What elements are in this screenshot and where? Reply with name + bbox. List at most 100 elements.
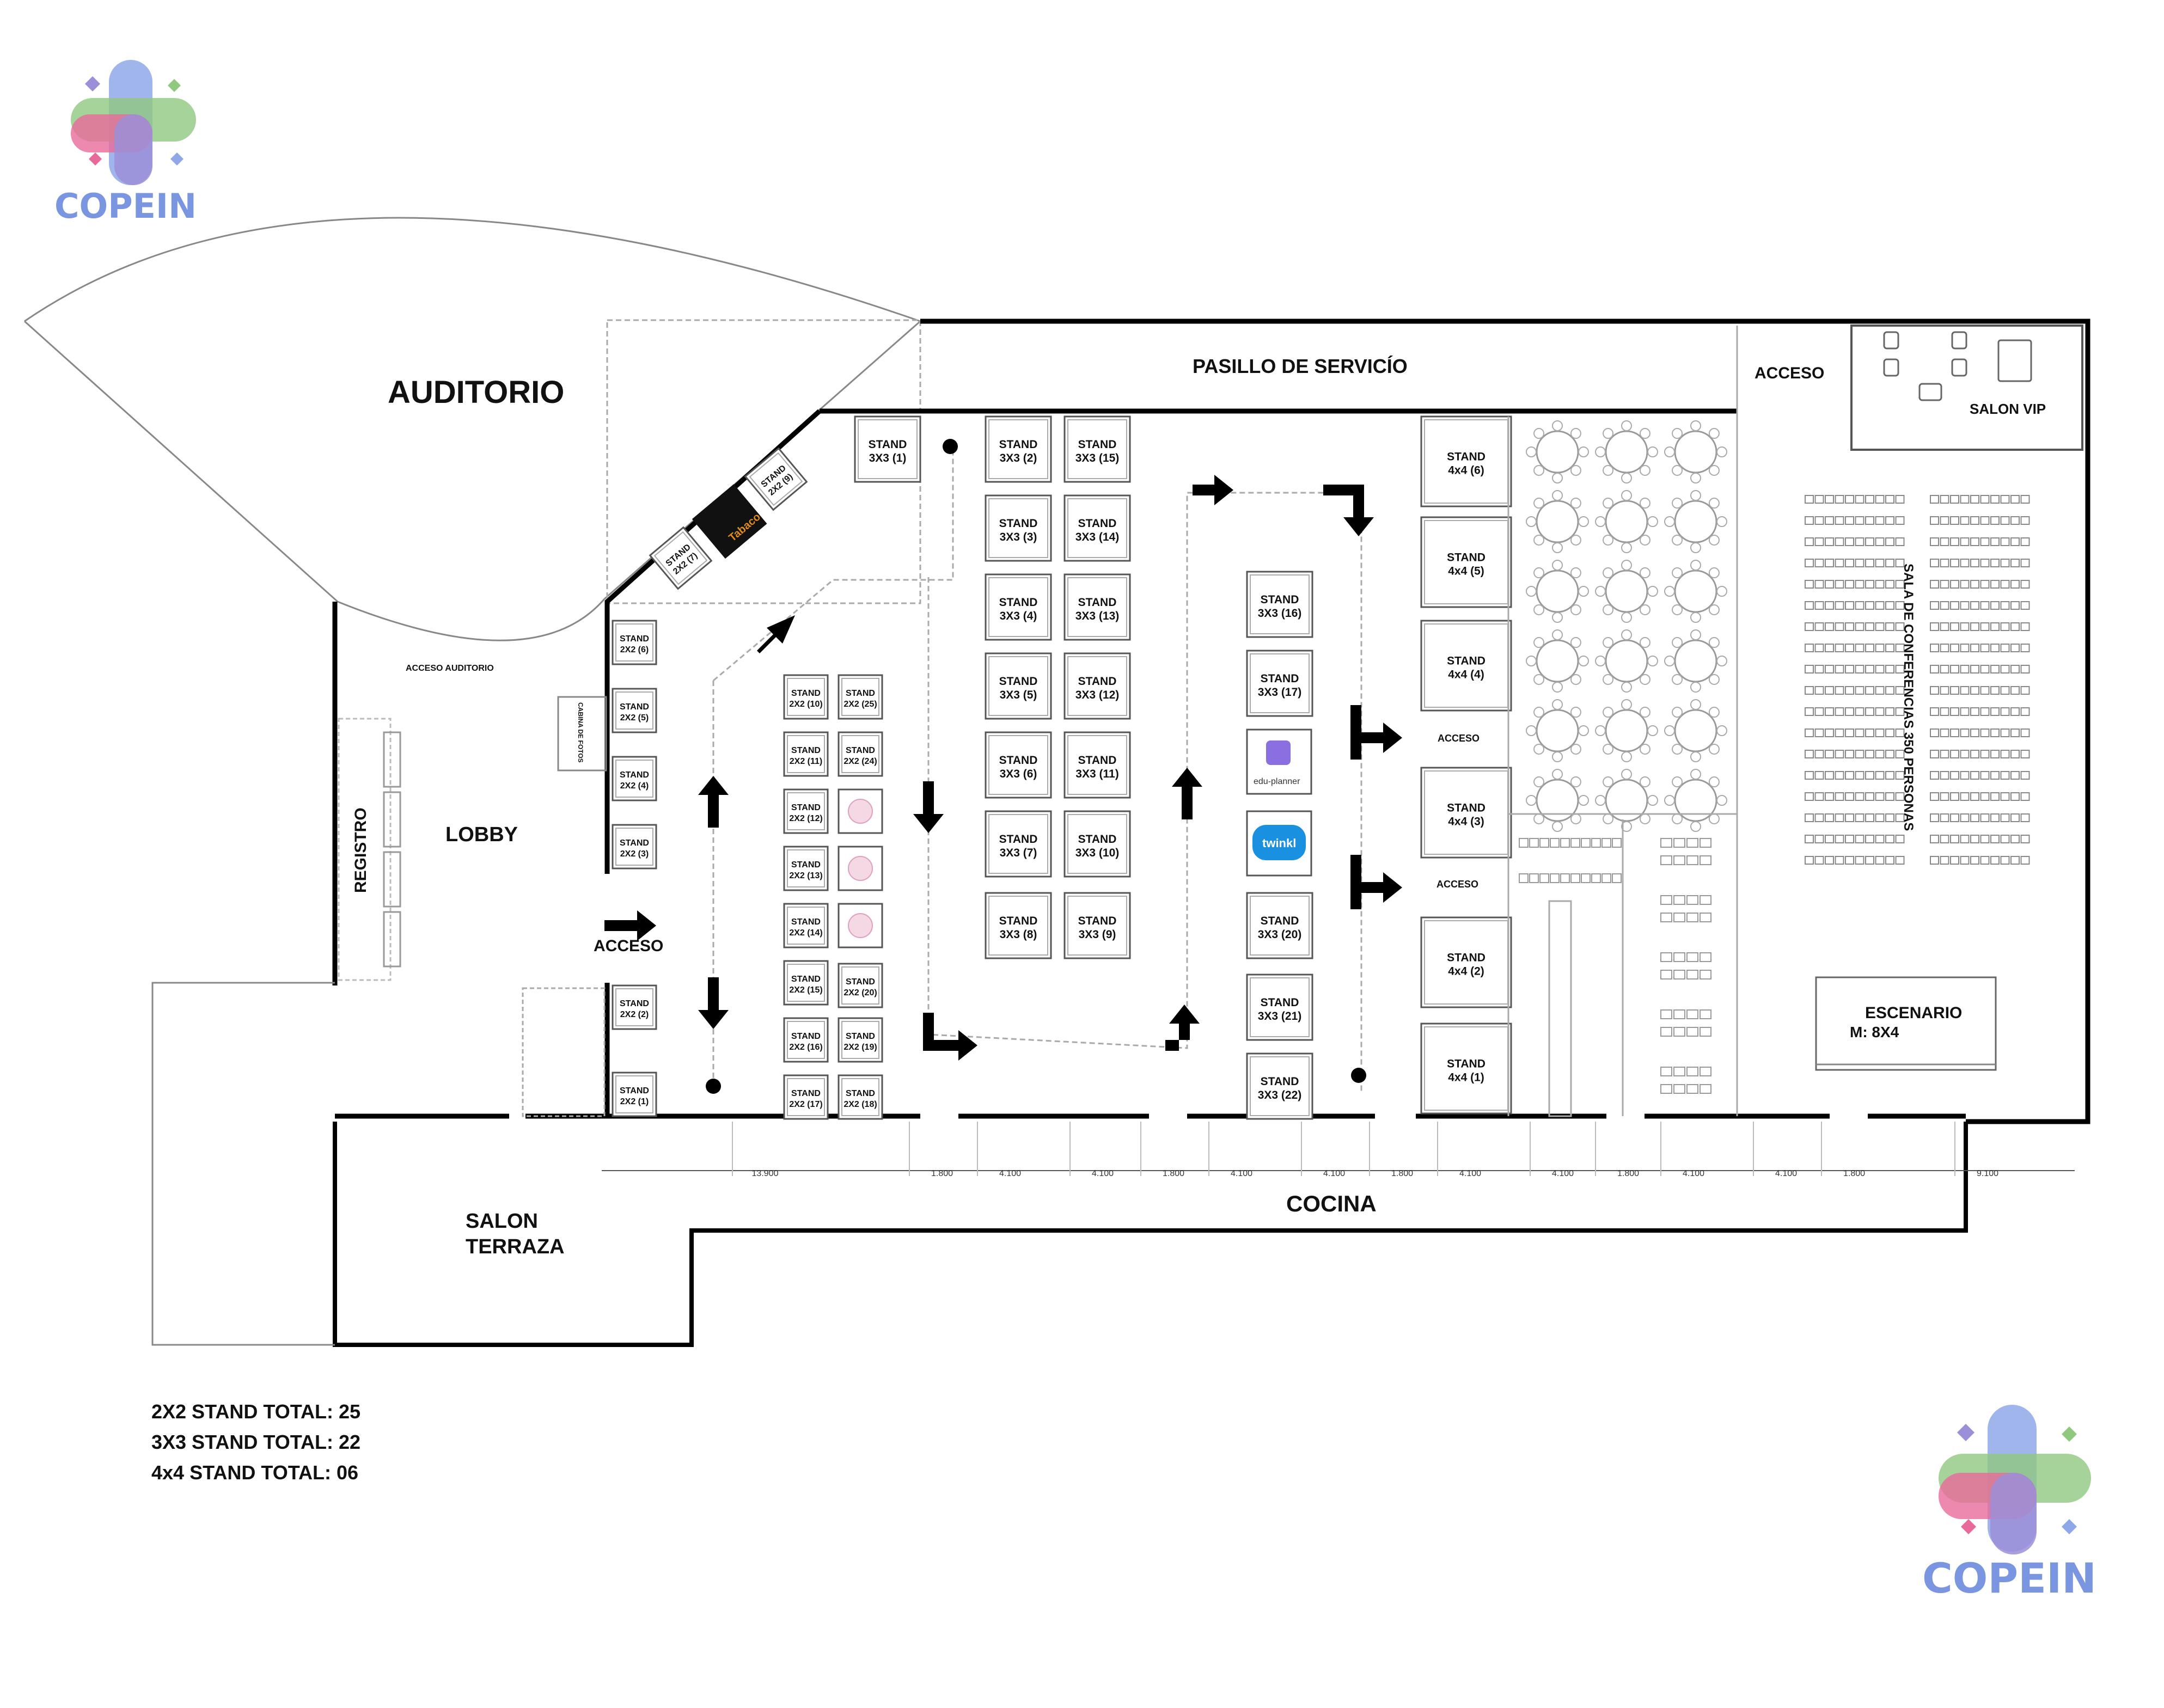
arrow-up-icon xyxy=(698,776,729,828)
seat-row xyxy=(1930,622,2030,631)
stand-label: 3X3 (20) xyxy=(1258,928,1302,941)
stand-label: 2X2 (15) xyxy=(789,985,822,995)
stand-label: 2X2 (14) xyxy=(789,928,822,938)
banquet-tables xyxy=(1519,420,1727,1094)
seat-row xyxy=(1930,516,2030,525)
stand-label: 2X2 (3) xyxy=(620,849,649,859)
stand-label: STAND xyxy=(1261,672,1299,685)
stand-label: 3X3 (21) xyxy=(1258,1010,1302,1023)
stand-label: 3X3 (8) xyxy=(1000,928,1037,941)
stand-label: 3X3 (6) xyxy=(1000,768,1037,780)
seat-row xyxy=(1805,644,1905,652)
arrow-corner-icon xyxy=(1165,1005,1201,1051)
acceso-side1-label: ACCESO xyxy=(1438,733,1480,744)
stand-label: 3X3 (3) xyxy=(1000,531,1037,543)
stand-label: 2X2 (6) xyxy=(620,645,649,654)
dimension-label: 4.100 xyxy=(1683,1169,1704,1178)
cabina-de-fotos: CABINA DE FOTOS xyxy=(557,696,607,772)
stand-label: STAND xyxy=(620,702,649,712)
stand-label: STAND xyxy=(791,1032,821,1041)
sponsor-tabaco: Tabaco xyxy=(692,484,767,559)
round-table-icon xyxy=(1664,699,1727,762)
stand-label: STAND xyxy=(1078,517,1117,530)
auditorio-label: AUDITORIO xyxy=(388,375,564,410)
dimension-label: 4.100 xyxy=(1323,1169,1345,1178)
sponsor-stand-2x2 xyxy=(838,903,883,948)
stand-label: STAND xyxy=(999,754,1038,767)
markers xyxy=(706,439,1366,1094)
stand-label: STAND xyxy=(1078,596,1117,609)
stand-label: 2X2 (4) xyxy=(620,781,649,791)
round-table-icon xyxy=(1595,490,1658,553)
seat-row xyxy=(1805,516,1905,525)
dimension-label: 4.100 xyxy=(1231,1169,1252,1178)
theater-seating xyxy=(1805,495,2030,865)
dimension-label: 13.900 xyxy=(752,1169,779,1178)
stand-label: STAND xyxy=(846,746,875,755)
arrow-up-icon xyxy=(1172,768,1202,819)
stand-label: 3X3 (22) xyxy=(1258,1089,1302,1101)
stand-label: 3X3 (9) xyxy=(1079,928,1116,941)
stand-label: 2X2 (20) xyxy=(843,988,877,997)
round-table-icon xyxy=(1664,420,1727,483)
stand-label: 3X3 (12) xyxy=(1075,689,1120,701)
arrow-corner-icon xyxy=(1323,485,1374,536)
acceso-auditorio-label: ACCESO AUDITORIO xyxy=(406,664,494,673)
seat-row xyxy=(1805,728,1905,737)
stand-label: STAND xyxy=(791,917,821,927)
dimension-label: 4.100 xyxy=(1775,1169,1797,1178)
stand-label: STAND xyxy=(1078,915,1117,927)
copein-logo-top: COPEIN xyxy=(54,60,197,226)
seat-row xyxy=(1805,559,1905,567)
total-2x2: 2X2 STAND TOTAL: 25 xyxy=(151,1400,361,1423)
stand-label: 2X2 (5) xyxy=(620,713,649,723)
stand-label: 3X3 (14) xyxy=(1075,531,1120,543)
cocina-label: COCINA xyxy=(1286,1191,1377,1216)
stand-label: STAND xyxy=(620,999,649,1008)
stand-label: STAND xyxy=(1261,593,1299,606)
seat-row xyxy=(1805,601,1905,610)
stand-label: STAND xyxy=(620,770,649,780)
round-table-icon xyxy=(1664,490,1727,553)
sponsor-stand-2x2 xyxy=(838,846,883,891)
arrow-corner-icon xyxy=(1182,475,1233,509)
dimension-label: 1.800 xyxy=(1617,1169,1639,1178)
seat-row xyxy=(1805,707,1905,716)
stand-label: 2X2 (25) xyxy=(843,700,877,709)
seat-row xyxy=(1930,856,2030,865)
seat-row xyxy=(1930,750,2030,758)
stand-label: 2X2 (19) xyxy=(843,1043,877,1052)
dimension-label: 4.100 xyxy=(1092,1169,1114,1178)
seat-row xyxy=(1930,601,2030,610)
eduplanner-logo-text: edu-planner xyxy=(1254,777,1300,786)
stand-label: STAND xyxy=(1261,996,1299,1009)
stand-label: 4x4 (1) xyxy=(1448,1072,1484,1084)
arrow-diagonal-icon xyxy=(757,615,795,653)
stand-label: 3X3 (15) xyxy=(1075,452,1120,464)
sofa-icon xyxy=(1883,331,2032,401)
stand-label: STAND xyxy=(791,689,821,698)
stand-label: STAND xyxy=(791,803,821,812)
stand-label: STAND xyxy=(620,1086,649,1095)
dimension-label: 1.800 xyxy=(1391,1169,1413,1178)
